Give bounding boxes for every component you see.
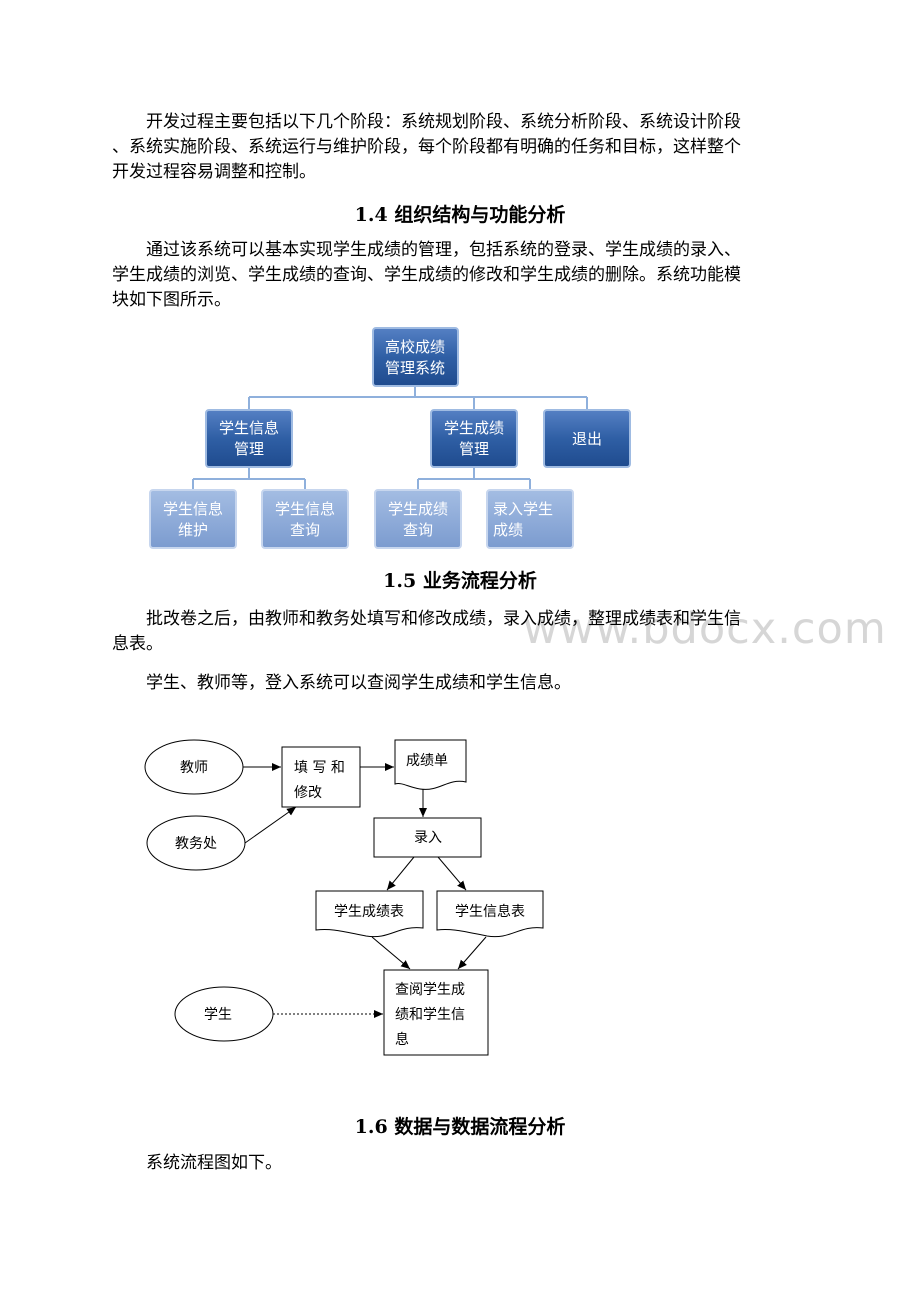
section-1-6-paragraph: 系统流程图如下。	[146, 1153, 282, 1173]
flow-grade-sheet-doc	[394, 739, 467, 790]
section-1-5-paragraph-2: 学生、教师等，登入系统可以查阅学生成绩和学生信息。	[146, 673, 571, 693]
flow-office-label: 教务处	[175, 836, 217, 852]
flow-enter-box	[373, 817, 482, 858]
svg-text:学生成绩: 学生成绩	[444, 419, 504, 437]
flow-lookup-line-2: 绩和学生信	[395, 1007, 465, 1023]
section-1-4-line-1: 通过该系统可以基本实现学生成绩的管理，包括系统的登录、学生成绩的录入、	[146, 240, 741, 260]
flow-grade-table-doc	[315, 890, 424, 938]
flow-chart	[144, 739, 544, 1056]
flow-lookup-box	[383, 969, 489, 1056]
svg-text:学生成绩: 学生成绩	[388, 500, 448, 518]
intro-line-3: 开发过程容易调整和控制。	[112, 162, 316, 182]
org-node-root: 高校成绩 管理系统	[372, 327, 459, 387]
flow-fill-modify-box	[281, 746, 361, 808]
flow-grade-sheet-label: 成绩单	[406, 753, 448, 769]
flow-lookup-line-3: 息	[395, 1031, 409, 1048]
svg-text:学生信息: 学生信息	[219, 419, 279, 437]
svg-text:录入学生: 录入学生	[493, 500, 553, 518]
flow-enter-label: 录入	[414, 830, 442, 846]
svg-text:退出: 退出	[572, 430, 602, 448]
svg-text:管理: 管理	[459, 440, 489, 458]
section-1-6-title: 1.6 数据与数据流程分析	[354, 1116, 566, 1138]
section-1-5-para1-line-1: 批改卷之后，由教师和教务处填写和修改成绩，录入成绩，整理成绩表和学生信	[146, 609, 741, 629]
flow-info-table-doc	[436, 890, 544, 938]
flow-fill-modify-line-2: 修改	[294, 785, 322, 801]
svg-text:维护: 维护	[178, 521, 208, 539]
section-1-4-title: 1.4 组织结构与功能分析	[354, 204, 566, 226]
flow-fill-modify-line-1: 填 写 和	[294, 760, 345, 776]
watermark: www.bdocx.com	[523, 604, 887, 654]
svg-text:查询: 查询	[403, 521, 433, 539]
svg-text:查询: 查询	[290, 521, 320, 539]
section-1-5-paragraph-1: 批改卷之后，由教师和教务处填写和修改成绩，录入成绩，整理成绩表和学生信 息表。	[112, 607, 802, 657]
flow-lookup-line-1: 查阅学生成	[395, 982, 465, 998]
flow-teacher-label: 教师	[180, 760, 208, 776]
flow-grade-table-label: 学生成绩表	[334, 904, 404, 920]
org-node-student-info-maintain: 学生信息 维护	[149, 489, 237, 549]
svg-text:管理: 管理	[234, 440, 264, 458]
section-1-4-line-3: 块如下图所示。	[112, 290, 231, 310]
flow-student-label: 学生	[204, 1007, 232, 1023]
intro-paragraph: 开发过程主要包括以下几个阶段：系统规划阶段、系统分析阶段、系统设计阶段 、系统实…	[112, 110, 802, 185]
org-node-enter-grades: 录入学生 成绩	[486, 489, 574, 549]
org-node-grade-query: 学生成绩 查询	[374, 489, 462, 549]
org-root-line-2: 管理系统	[385, 359, 445, 377]
intro-line-1: 开发过程主要包括以下几个阶段：系统规划阶段、系统分析阶段、系统设计阶段	[146, 112, 741, 132]
section-1-4-line-2: 学生成绩的浏览、学生成绩的查询、学生成绩的修改和学生成绩的删除。系统功能模	[112, 265, 741, 285]
section-1-5-title: 1.5 业务流程分析	[383, 570, 537, 592]
flow-info-table-label: 学生信息表	[455, 903, 525, 920]
section-1-4-paragraph: 通过该系统可以基本实现学生成绩的管理，包括系统的登录、学生成绩的录入、 学生成绩…	[112, 238, 802, 313]
org-node-student-info-mgmt: 学生信息 管理	[205, 409, 293, 468]
org-connectors	[192, 386, 588, 490]
org-node-grade-mgmt: 学生成绩 管理	[430, 409, 518, 468]
org-node-student-info-query: 学生信息 查询	[261, 489, 349, 549]
intro-line-2: 、系统实施阶段、系统运行与维护阶段，每个阶段都有明确的任务和目标，这样整个	[112, 137, 741, 157]
section-1-5-para1-line-2: 息表。	[112, 634, 163, 654]
svg-text:学生信息: 学生信息	[275, 500, 335, 518]
org-root-line-1: 高校成绩	[385, 338, 445, 356]
svg-text:学生信息: 学生信息	[163, 500, 223, 518]
svg-text:成绩: 成绩	[493, 521, 523, 539]
org-node-exit: 退出	[543, 409, 631, 468]
